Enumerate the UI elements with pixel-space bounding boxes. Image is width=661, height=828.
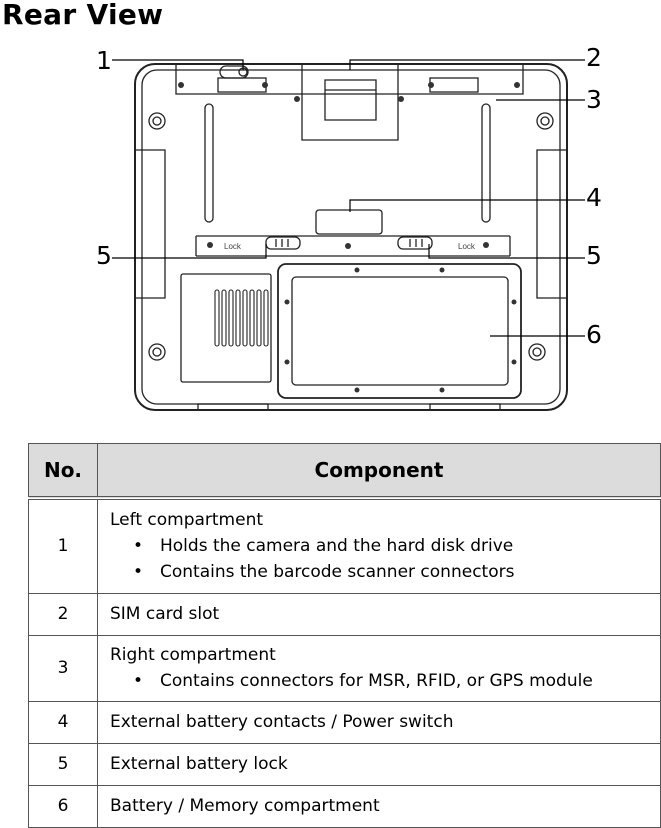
row-number: 1 — [28, 497, 98, 594]
table-row: 6 Battery / Memory compartment — [28, 784, 661, 828]
callout-2: 2 — [586, 43, 602, 72]
row-number: 3 — [28, 634, 98, 702]
component-name: External battery contacts / Power switch — [97, 700, 661, 744]
header-component: Component — [97, 443, 661, 500]
component-name: Battery / Memory compartment — [97, 784, 661, 828]
bullet-item: Contains the barcode scanner connectors — [133, 559, 660, 585]
row-number: 5 — [28, 742, 98, 786]
page-title: Rear View — [2, 0, 164, 31]
table-row: 1 Left compartment Holds the camera and … — [28, 497, 661, 594]
callout-5-right: 5 — [586, 241, 602, 270]
row-number: 4 — [28, 700, 98, 744]
component-table: No. Component 1 Left compartment Holds t… — [28, 443, 661, 828]
table-row: 4 External battery contacts / Power swit… — [28, 700, 661, 744]
bullet-item: Holds the camera and the hard disk drive — [133, 533, 660, 559]
callout-1: 1 — [96, 46, 112, 75]
table-row: 3 Right compartment Contains connectors … — [28, 634, 661, 702]
row-component: Left compartment Holds the camera and th… — [97, 497, 661, 594]
component-name: External battery lock — [97, 742, 661, 786]
lock-label-right: Lock — [458, 242, 476, 251]
component-name: SIM card slot — [97, 592, 661, 636]
table-row: 5 External battery lock — [28, 742, 661, 786]
rear-view-diagram: Lock Lock 1 2 3 4 5 5 6 — [96, 43, 602, 411]
callout-5-left: 5 — [96, 241, 112, 270]
component-bullets: Holds the camera and the hard disk drive… — [110, 533, 660, 585]
component-bullets: Contains connectors for MSR, RFID, or GP… — [110, 668, 660, 694]
callout-4: 4 — [586, 183, 602, 212]
callout-3: 3 — [586, 85, 602, 114]
table-header-row: No. Component — [28, 443, 661, 500]
bullet-item: Contains connectors for MSR, RFID, or GP… — [133, 668, 660, 694]
table-row: 2 SIM card slot — [28, 592, 661, 636]
lock-label-left: Lock — [224, 242, 242, 251]
component-name: Left compartment — [110, 509, 264, 530]
row-number: 2 — [28, 592, 98, 636]
header-no: No. — [28, 443, 98, 500]
row-number: 6 — [28, 784, 98, 828]
row-component: Right compartment Contains connectors fo… — [97, 634, 661, 702]
component-name: Right compartment — [110, 644, 276, 665]
callout-6: 6 — [586, 320, 602, 349]
